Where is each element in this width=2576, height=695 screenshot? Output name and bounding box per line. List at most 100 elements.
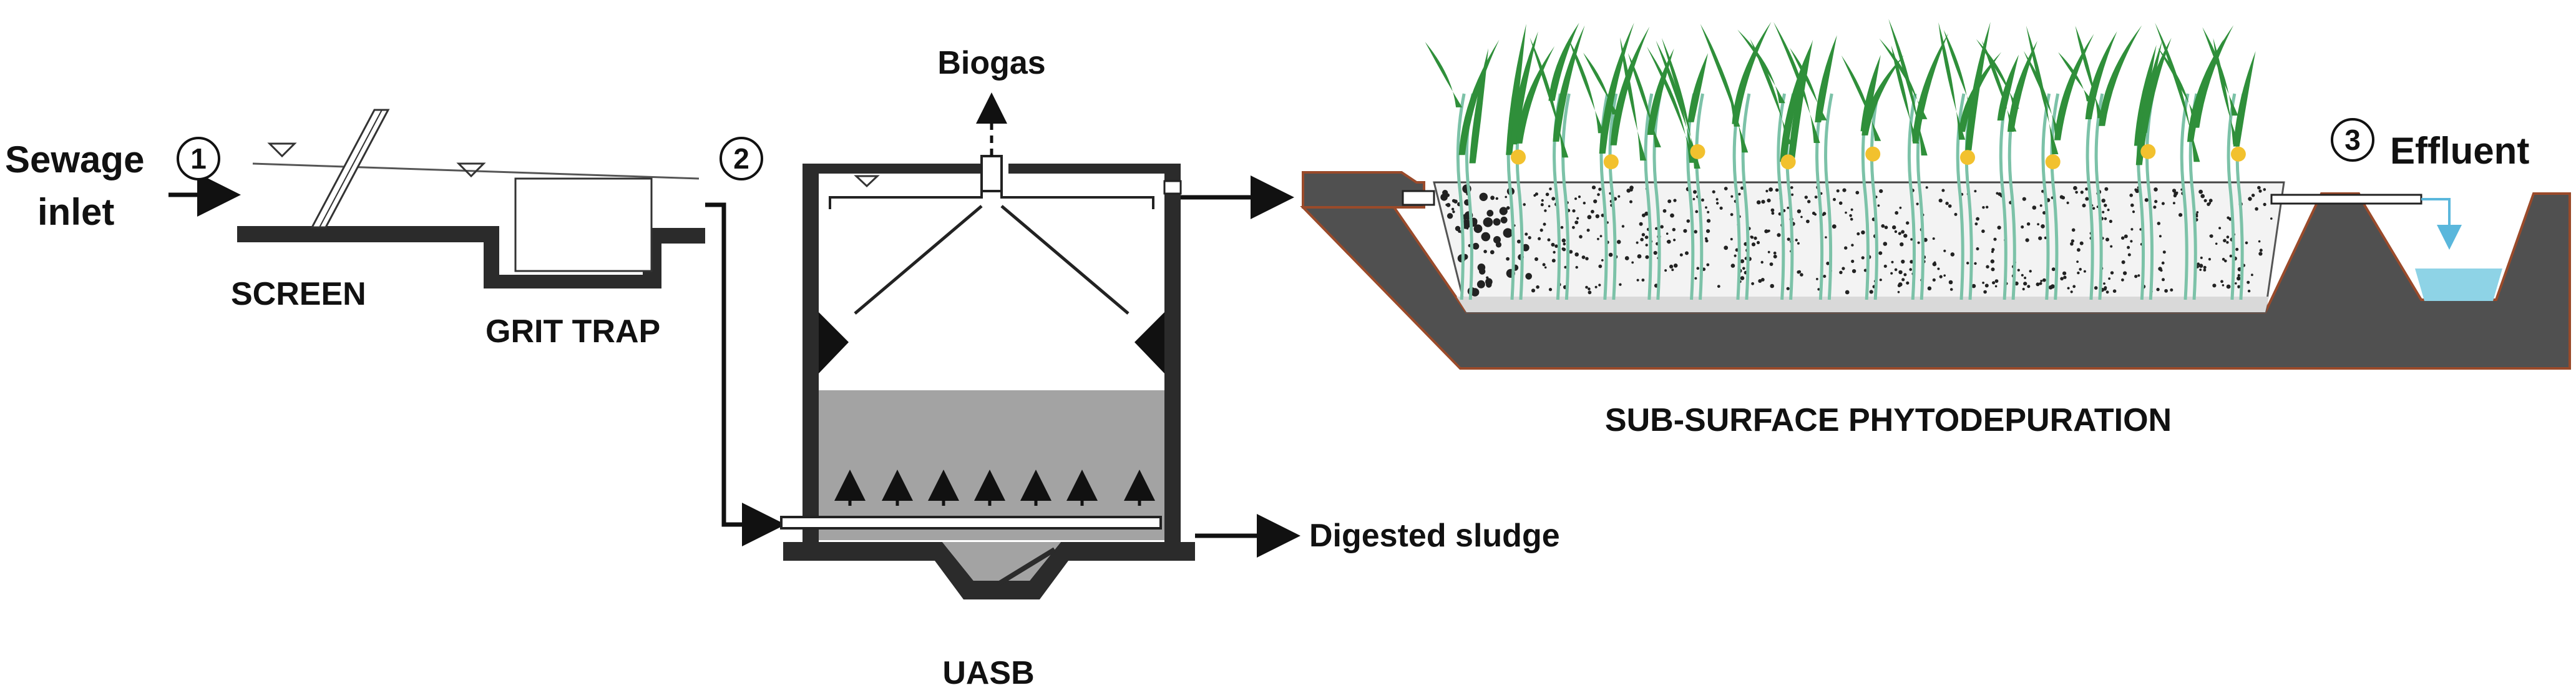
gravel-dot [1740,276,1745,280]
gravel-dot [1585,285,1588,289]
gravel-dot [2259,249,2263,252]
gravel-dot [2041,224,2045,229]
gravel-dot [1587,215,1592,220]
gravel-dot [1543,222,1546,226]
gravel-dot [1636,278,1639,282]
gravel-dot [2203,199,2207,202]
gravel-dot [1548,288,1553,292]
gravel-dot [1900,242,1904,247]
gravel-dot [1894,230,1898,234]
gravel-dot [1539,229,1543,232]
gravel-dot [1495,242,1502,248]
gravel-dot [1838,201,1843,205]
gravel-dot [1767,199,1771,203]
gravel-dot [1932,237,1935,240]
marker-2-number: 2 [733,142,749,175]
gravel-dot [1814,195,1818,199]
gravel-dot [1576,217,1579,220]
marker-3: 3 [2331,118,2374,162]
gravel-dot [2199,269,2202,271]
gravel-dot [1666,232,1669,235]
wetland-plants [1425,19,2256,300]
gravel-dot [1637,254,1642,259]
gravel-dot [1817,288,1820,291]
gravel-dot [1966,262,1969,265]
gravel-dot [2248,197,2252,201]
gravel-dot [2222,257,2225,261]
gravel-dot [2263,202,2266,206]
gravel-dot [2170,288,2174,292]
gravel-dot [1479,268,1486,275]
gravel-dot [2040,280,2043,282]
gravel-dot [1662,209,1667,213]
gravel-dot [2237,276,2241,281]
gravel-dot [1786,287,1790,290]
gravel-dot [2154,200,2158,204]
gravel-dot [2121,260,2125,264]
gravel-dot [1548,205,1551,208]
gravel-dot [1883,242,1888,246]
gravel-dot [1446,203,1451,207]
uasb-left-wall [803,167,819,542]
grit-trap-label: GRIT TRAP [485,313,660,350]
gravel-dot [1705,206,1707,209]
gravel-dot [1982,206,1985,209]
gravel-dot [1993,237,1997,241]
gravel-dot [1909,268,1912,271]
gravel-dot [1925,186,1928,189]
gravel-dot [1554,244,1558,249]
gravel-dot [1770,208,1775,212]
gravel-dot [1591,210,1594,214]
gravel-dot [2178,213,2183,217]
gravel-dot [1775,188,1779,192]
gravel-dot [1707,210,1710,214]
gravel-dot [1982,282,1985,284]
gravel-dot [1574,252,1579,257]
reed-plant [1530,22,1585,300]
effluent-channel-water [2415,269,2502,301]
gravel-dot [2073,185,2077,190]
sewage-inlet-label-line2: inlet [37,191,114,233]
gravel-dot [1948,204,1952,208]
gravel-dot [1588,287,1591,291]
gravel-dot [1897,283,1901,287]
gravel-dot [1950,252,1955,257]
gravel-dot [1938,199,1943,203]
gravel-dot [1800,215,1803,219]
gravel-dot [1452,210,1455,214]
gravel-dot [2050,284,2055,289]
gravel-dot [2251,274,2253,277]
gravel-dot [1505,195,1507,199]
gravel-dot [1943,249,1946,252]
gravel-dot [1770,283,1774,288]
phytodepuration-label: SUB-SURFACE PHYTODEPURATION [1605,402,2172,438]
gravel-dot [2021,274,2024,277]
gravel-dot [2044,236,2047,240]
gravel-dot [1598,283,1601,287]
gravel-dot [2263,188,2266,191]
gravel-dot [2103,282,2105,285]
gravel-dot [1895,211,1899,215]
gravel-dot [2226,241,2229,244]
reed-plant [1773,22,1837,300]
gravel-dot [1765,189,1769,193]
gravel-dot [1641,278,1645,282]
gravel-dot [1706,263,1710,267]
gravel-dot [2258,189,2262,193]
gravel-dot [2164,288,2169,293]
reed-plant [1646,37,1709,300]
gravel-dot [2134,275,2138,278]
gravel-dot [1800,273,1803,277]
gravel-dot [2042,211,2046,215]
gravel-dot [1971,283,1976,288]
gravel-dot [1730,238,1733,240]
gravel-dot [1597,237,1599,240]
gravel-dot [1797,242,1800,245]
gravel-dot [1701,198,1704,202]
reed-plant [1620,37,1674,300]
gravel-dot [2070,290,2073,293]
gravel-dot [2235,282,2237,285]
gravel-dot [1948,280,1953,285]
gravel-dot [2223,239,2227,243]
reed-plant [2155,22,2234,300]
